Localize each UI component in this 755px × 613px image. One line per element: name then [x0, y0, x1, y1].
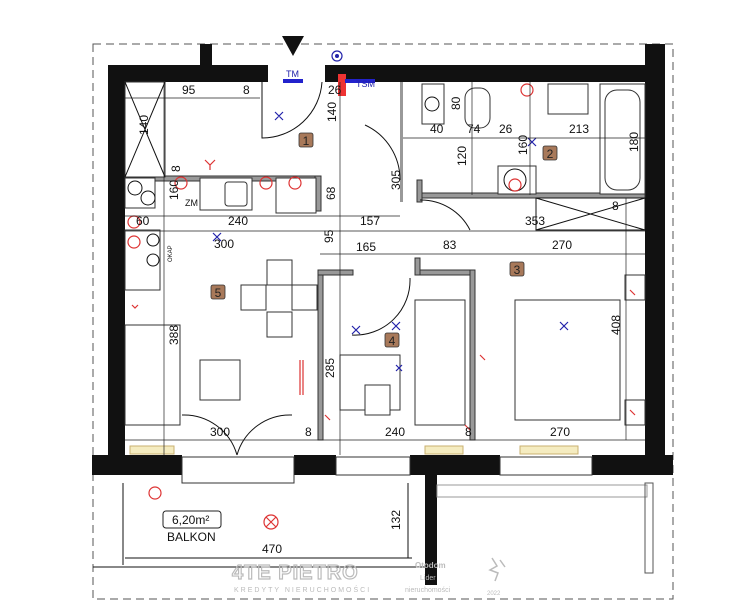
svg-text:132: 132	[389, 510, 403, 530]
svg-text:nieruchomości: nieruchomości	[405, 587, 451, 594]
svg-text:8: 8	[169, 165, 183, 172]
svg-text:83: 83	[443, 238, 457, 252]
svg-text:240: 240	[228, 214, 248, 228]
room-2-badge: 2	[542, 145, 558, 161]
svg-text:4: 4	[389, 334, 396, 348]
electrical-symbols	[127, 50, 636, 500]
svg-text:140: 140	[325, 102, 339, 122]
svg-text:95: 95	[182, 83, 196, 97]
svg-text:140: 140	[137, 115, 151, 135]
svg-text:8: 8	[612, 199, 619, 213]
svg-text:300: 300	[214, 237, 234, 251]
dimension-labels: 95 8 140 8 160 60 240 300 68 157 95 165 …	[136, 83, 641, 556]
watermark-emblem-icon	[488, 557, 506, 582]
svg-text:2022: 2022	[487, 591, 501, 597]
svg-text:8: 8	[243, 83, 250, 97]
room-4-badge: 4	[384, 332, 400, 348]
svg-text:74: 74	[467, 122, 481, 136]
plan-labels: TM TSM ZM OKAP BALKON 6,20m²	[167, 69, 375, 544]
svg-text:26: 26	[328, 83, 342, 97]
zm-label: ZM	[185, 198, 198, 208]
svg-text:180: 180	[627, 132, 641, 152]
svg-text:40: 40	[430, 122, 444, 136]
svg-text:26: 26	[499, 122, 513, 136]
svg-text:Lider: Lider	[420, 575, 436, 582]
plot-outline	[92, 43, 674, 600]
svg-text:270: 270	[552, 238, 572, 252]
windows	[129, 445, 593, 484]
svg-text:8: 8	[305, 425, 312, 439]
walls	[92, 44, 673, 585]
svg-text:470: 470	[262, 542, 282, 556]
fixtures	[124, 81, 646, 426]
watermark: 4TE PIETRO KREDYTY NIERUCHOMOŚCI Otodom …	[231, 557, 506, 597]
svg-text:305: 305	[389, 170, 403, 190]
svg-text:95: 95	[322, 229, 336, 243]
watermark-logo-sub: KREDYTY NIERUCHOMOŚCI	[234, 585, 371, 594]
okap-label: OKAP	[168, 245, 174, 262]
watermark-partner: Otodom	[415, 561, 446, 570]
dimension-lines	[125, 82, 645, 455]
svg-text:270: 270	[550, 425, 570, 439]
room-3-badge: 3	[509, 261, 525, 277]
svg-text:300: 300	[210, 425, 230, 439]
tm-label: TM	[286, 69, 299, 79]
svg-text:160: 160	[516, 135, 530, 155]
svg-text:8: 8	[465, 425, 472, 439]
tsm-label: TSM	[356, 79, 375, 89]
svg-text:68: 68	[324, 186, 338, 200]
svg-text:388: 388	[167, 325, 181, 345]
balcony-area: 6,20m²	[172, 513, 209, 527]
svg-text:2: 2	[547, 147, 554, 161]
entrance-arrow-icon	[282, 36, 304, 56]
svg-text:5: 5	[215, 286, 222, 300]
room-5-badge: 5	[210, 284, 226, 300]
svg-text:285: 285	[323, 358, 337, 378]
balcony	[93, 482, 654, 574]
balcony-label: BALKON	[167, 530, 216, 544]
svg-text:1: 1	[303, 134, 310, 148]
doors	[181, 81, 471, 456]
svg-text:408: 408	[609, 315, 623, 335]
svg-text:353: 353	[525, 214, 545, 228]
svg-text:3: 3	[514, 263, 521, 277]
svg-text:60: 60	[136, 214, 150, 228]
svg-text:120: 120	[455, 146, 469, 166]
svg-text:80: 80	[449, 96, 463, 110]
svg-text:157: 157	[360, 214, 380, 228]
svg-text:213: 213	[569, 122, 589, 136]
svg-text:165: 165	[356, 240, 376, 254]
svg-text:160: 160	[167, 180, 181, 200]
room-badges: 1 2 3 4 5	[210, 132, 558, 348]
svg-text:240: 240	[385, 425, 405, 439]
room-1-badge: 1	[298, 132, 314, 148]
watermark-logo: 4TE PIETRO	[232, 562, 359, 584]
